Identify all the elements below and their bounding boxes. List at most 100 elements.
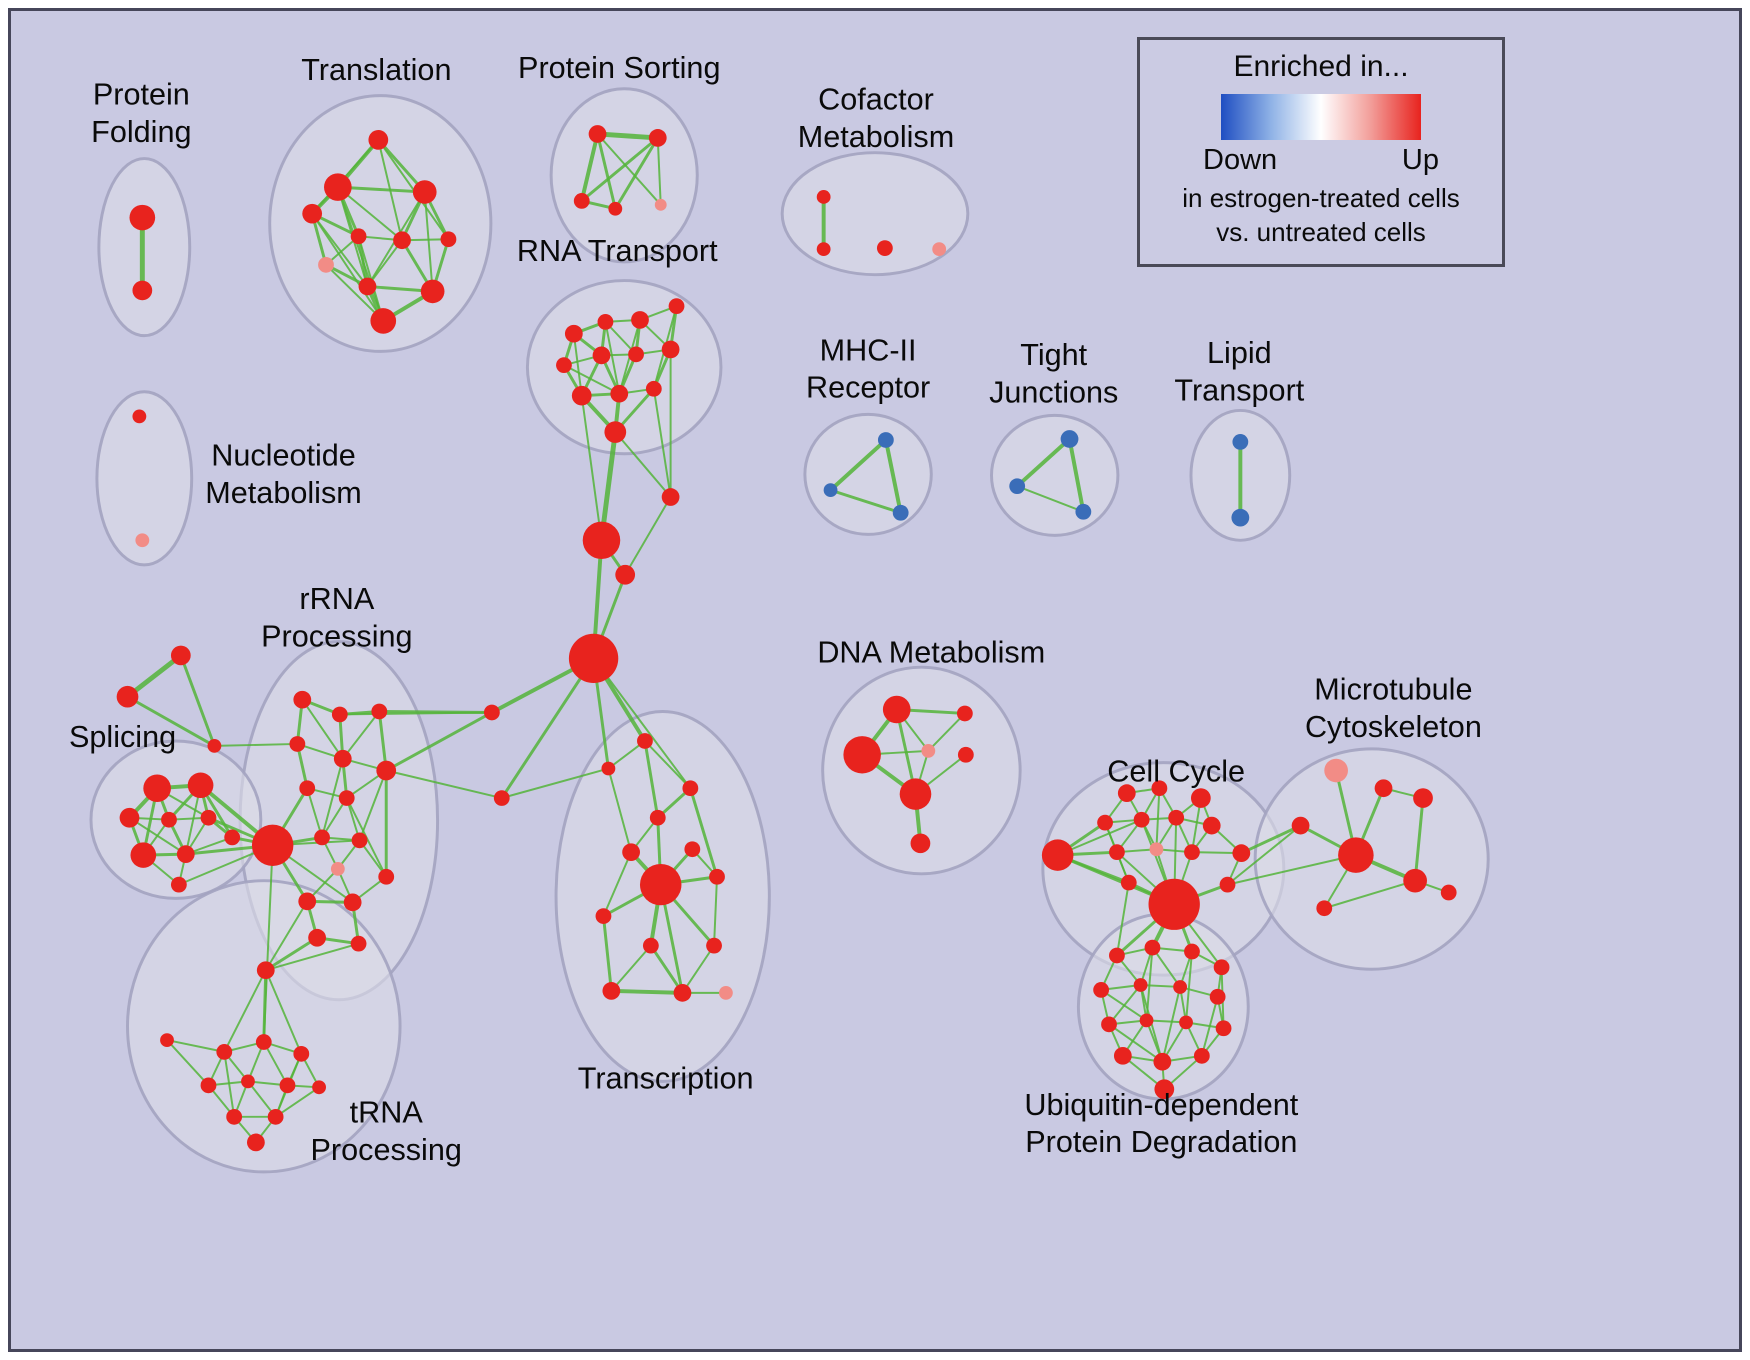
network-node-cc6 xyxy=(1133,811,1150,828)
network-node-ps2 xyxy=(648,129,667,147)
network-node-ub6 xyxy=(1133,978,1148,992)
network-node-t9 xyxy=(420,279,445,304)
network-node-rt3 xyxy=(631,311,649,329)
network-node-lf1 xyxy=(160,1033,174,1047)
network-node-sp4 xyxy=(161,811,177,828)
network-edge xyxy=(311,212,385,322)
network-node-tn5 xyxy=(200,1077,217,1094)
cluster-ellipse-dna-metabolism xyxy=(821,665,1022,876)
cluster-ellipse-mhc-ii-receptor xyxy=(803,412,933,536)
network-node-tr14 xyxy=(718,985,733,1000)
network-node-rt12 xyxy=(604,421,627,443)
network-node-cc2 xyxy=(1117,784,1136,802)
network-node-tr10 xyxy=(642,937,659,954)
network-edge xyxy=(264,942,360,972)
network-node-nm1 xyxy=(132,409,147,424)
network-edge xyxy=(580,394,603,542)
cluster-ellipse-nucleotide-metabolism xyxy=(95,390,194,567)
network-edge xyxy=(325,263,385,322)
network-node-tn3 xyxy=(255,1034,272,1050)
network-edge xyxy=(1108,984,1142,1026)
network-edge xyxy=(1239,824,1303,855)
cluster-label-protein-sorting: Protein Sorting xyxy=(518,51,720,85)
network-edge xyxy=(125,652,184,700)
network-node-t2 xyxy=(368,130,389,150)
network-node-mc4 xyxy=(1291,816,1310,835)
network-node-rr12 xyxy=(330,862,345,876)
network-node-dm1 xyxy=(882,695,911,724)
network-node-sp7 xyxy=(176,845,195,863)
network-node-cc3 xyxy=(1151,780,1168,797)
network-edge xyxy=(126,695,216,748)
network-edge xyxy=(336,185,427,194)
network-node-rt8 xyxy=(661,340,680,359)
network-node-cc5 xyxy=(1097,814,1113,831)
network-node-t11 xyxy=(440,231,457,248)
network-node-ub15 xyxy=(1193,1047,1210,1064)
network-node-rt2 xyxy=(597,314,614,330)
network-node-cc13 xyxy=(1120,874,1137,891)
network-edge xyxy=(1151,946,1182,988)
network-edge xyxy=(179,653,216,748)
network-edge xyxy=(321,757,344,839)
network-edge xyxy=(610,944,652,992)
cluster-label-rna-transport: RNA Transport xyxy=(517,234,718,268)
legend-up-label: Up xyxy=(1401,144,1439,176)
network-edge xyxy=(927,712,966,752)
network-node-rr15 xyxy=(378,868,395,885)
network-node-ub7 xyxy=(1173,980,1188,994)
legend-title: Enriched in... xyxy=(1233,50,1409,83)
network-edge xyxy=(681,944,716,994)
network-edge xyxy=(423,191,434,293)
network-node-rt7 xyxy=(628,346,644,363)
network-node-tn2 xyxy=(216,1044,233,1060)
network-node-rt6 xyxy=(592,346,611,365)
network-node-tj2 xyxy=(1009,478,1026,495)
network-edge xyxy=(223,1050,236,1118)
network-edge xyxy=(580,136,660,203)
network-node-pf2 xyxy=(132,280,153,301)
network-node-rt4 xyxy=(668,298,685,315)
network-edge xyxy=(1323,879,1417,910)
network-node-sp5 xyxy=(200,809,217,826)
network-edge xyxy=(613,136,660,211)
network-edge xyxy=(213,742,299,747)
network-node-h2 xyxy=(661,488,680,506)
network-node-tr4 xyxy=(649,809,666,826)
network-node-ub14 xyxy=(1153,1052,1172,1071)
network-node-cm4 xyxy=(932,242,947,256)
cluster-ellipse-tight-junctions xyxy=(990,413,1120,537)
network-edge xyxy=(713,875,718,947)
network-node-cc14 xyxy=(1148,878,1200,930)
network-node-ub11 xyxy=(1179,1015,1193,1030)
legend-caption-line1: in estrogen-treated cells xyxy=(1182,183,1460,213)
network-node-ub13 xyxy=(1113,1046,1132,1065)
network-node-sp9 xyxy=(170,876,187,893)
network-node-t8 xyxy=(358,277,377,296)
network-edge xyxy=(592,657,692,790)
network-edge xyxy=(1413,796,1425,883)
network-edge xyxy=(336,186,404,242)
network-node-cc9 xyxy=(1109,844,1125,861)
network-edge xyxy=(358,769,388,842)
legend-caption: in estrogen-treated cells vs. untreated … xyxy=(1140,181,1502,249)
network-node-cc10 xyxy=(1149,842,1164,857)
network-node-rt5 xyxy=(556,357,572,374)
network-node-tn4 xyxy=(293,1045,310,1062)
network-node-rr16 xyxy=(308,928,326,947)
network-node-rt10 xyxy=(610,384,629,403)
network-node-rt9 xyxy=(571,385,592,406)
network-node-sp3 xyxy=(119,807,140,828)
network-node-tr8 xyxy=(709,868,725,885)
network-node-h3 xyxy=(615,564,636,585)
network-node-t1 xyxy=(324,173,352,201)
network-node-rt11 xyxy=(645,380,662,397)
legend-down-label: Down xyxy=(1203,144,1278,176)
network-node-cc11 xyxy=(1184,844,1200,861)
network-node-t3 xyxy=(302,203,323,224)
network-edge xyxy=(1226,854,1357,886)
network-node-ub8 xyxy=(1209,988,1226,1005)
